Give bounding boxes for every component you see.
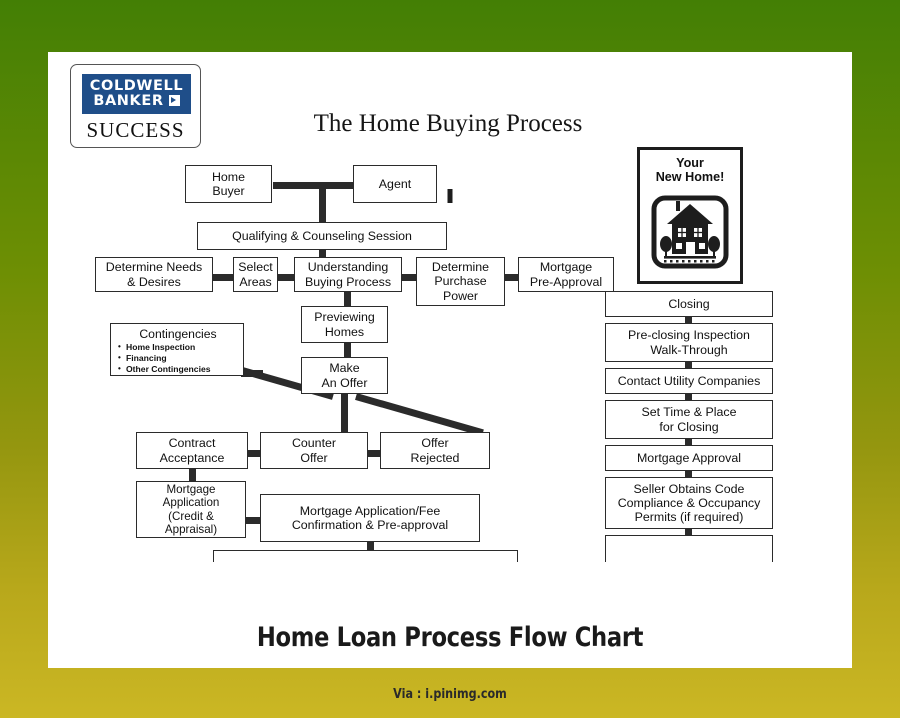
contingencies-box: Contingencies Home Inspection Financing … bbox=[110, 323, 244, 376]
box-determine-purchase-power: Determine Purchase Power bbox=[416, 257, 505, 306]
logo-line-banker: BANKER bbox=[93, 93, 180, 109]
contingencies-title: Contingencies bbox=[139, 327, 217, 341]
box-contact-utility-companies: Contact Utility Companies bbox=[605, 368, 773, 394]
cb-flag-icon bbox=[168, 95, 180, 106]
connector-offer-counter bbox=[341, 392, 348, 432]
connector-approval-seller bbox=[685, 469, 692, 479]
box-select-areas: Select Areas bbox=[233, 257, 278, 292]
connector-seller-next bbox=[685, 527, 692, 537]
box-mortgage-fee-confirmation: Mortgage Application/Fee Confirmation & … bbox=[260, 494, 480, 542]
connector-understanding-previewing bbox=[344, 290, 351, 308]
box-mortgage-pre-approval: Mortgage Pre-Approval bbox=[518, 257, 614, 292]
box-make-an-offer: Make An Offer bbox=[301, 357, 388, 394]
coldwell-banker-logo: COLDWELL BANKER SUCCESS bbox=[70, 64, 201, 148]
box-agent: Agent bbox=[353, 165, 437, 203]
your-new-home-sign: Your New Home! bbox=[637, 147, 743, 284]
box-closing: Closing bbox=[605, 291, 773, 317]
connector-settime-approval bbox=[685, 437, 692, 447]
connector-understanding-power bbox=[400, 274, 418, 281]
box-qualifying-counseling: Qualifying & Counseling Session bbox=[197, 222, 447, 250]
connector-buyer-qualifying bbox=[319, 182, 326, 228]
box-offer-rejected: Offer Rejected bbox=[380, 432, 490, 469]
box-home-buyer: Home Buyer bbox=[185, 165, 272, 203]
logo-line-coldwell: COLDWELL bbox=[89, 78, 184, 95]
box-understanding-buying-process: Understanding Buying Process bbox=[294, 257, 402, 292]
list-item: Other Contingencies bbox=[117, 364, 239, 375]
box-set-time-place: Set Time & Place for Closing bbox=[605, 400, 773, 439]
chart-card: COLDWELL BANKER SUCCESS The Home Buying … bbox=[48, 52, 852, 702]
house-icon bbox=[651, 195, 729, 269]
box-determine-needs: Determine Needs & Desires bbox=[95, 257, 213, 292]
connector-application-confirmation bbox=[244, 517, 262, 524]
connector-offer-rejected bbox=[355, 393, 484, 437]
caption-source: Via : i.pinimg.com bbox=[393, 687, 507, 702]
connector-needs-areas bbox=[211, 274, 235, 281]
box-pre-closing-inspection: Pre-closing Inspection Walk-Through bbox=[605, 323, 773, 362]
box-right-cut-off-next-step bbox=[605, 535, 773, 562]
connector-previewing-offer bbox=[344, 341, 351, 359]
connector-qualifying-row bbox=[319, 248, 326, 262]
connector-contract-application bbox=[189, 467, 196, 483]
connector-contract-counter bbox=[246, 450, 262, 457]
box-cut-off-next-step bbox=[213, 550, 518, 562]
list-item: Home Inspection bbox=[117, 342, 239, 353]
logo-tagline: SUCCESS bbox=[86, 118, 185, 142]
connector-power-preapproval bbox=[503, 274, 520, 281]
connector-counter-rejected bbox=[366, 450, 382, 457]
list-item: Financing bbox=[117, 353, 239, 364]
connector-closing-inspection bbox=[685, 315, 692, 325]
sign-title: Your New Home! bbox=[655, 156, 725, 185]
box-mortgage-application: Mortgage Application (Credit & Appraisal… bbox=[136, 481, 246, 538]
flow-diagram: Home Buyer Agent Qualifying & Counseling… bbox=[48, 52, 852, 562]
connector-utilities-settime bbox=[685, 392, 692, 402]
connector-inspection-utilities bbox=[685, 360, 692, 370]
contingencies-list: Home Inspection Financing Other Continge… bbox=[117, 342, 239, 375]
connector-areas-understanding bbox=[276, 274, 296, 281]
logo-banker-text: BANKER bbox=[93, 93, 164, 109]
box-mortgage-approval: Mortgage Approval bbox=[605, 445, 773, 471]
connector-confirmation-next bbox=[367, 540, 374, 552]
box-counter-offer: Counter Offer bbox=[260, 432, 368, 469]
sign-post bbox=[447, 189, 453, 203]
page-title: The Home Buying Process bbox=[313, 110, 583, 137]
caption-heading: Home Loan Process Flow Chart bbox=[256, 622, 644, 653]
box-contract-acceptance: Contract Acceptance bbox=[136, 432, 248, 469]
logo-brand-bar: COLDWELL BANKER bbox=[82, 74, 191, 114]
box-previewing-homes: Previewing Homes bbox=[301, 306, 388, 343]
box-seller-obtains-code: Seller Obtains Code Compliance & Occupan… bbox=[605, 477, 773, 529]
